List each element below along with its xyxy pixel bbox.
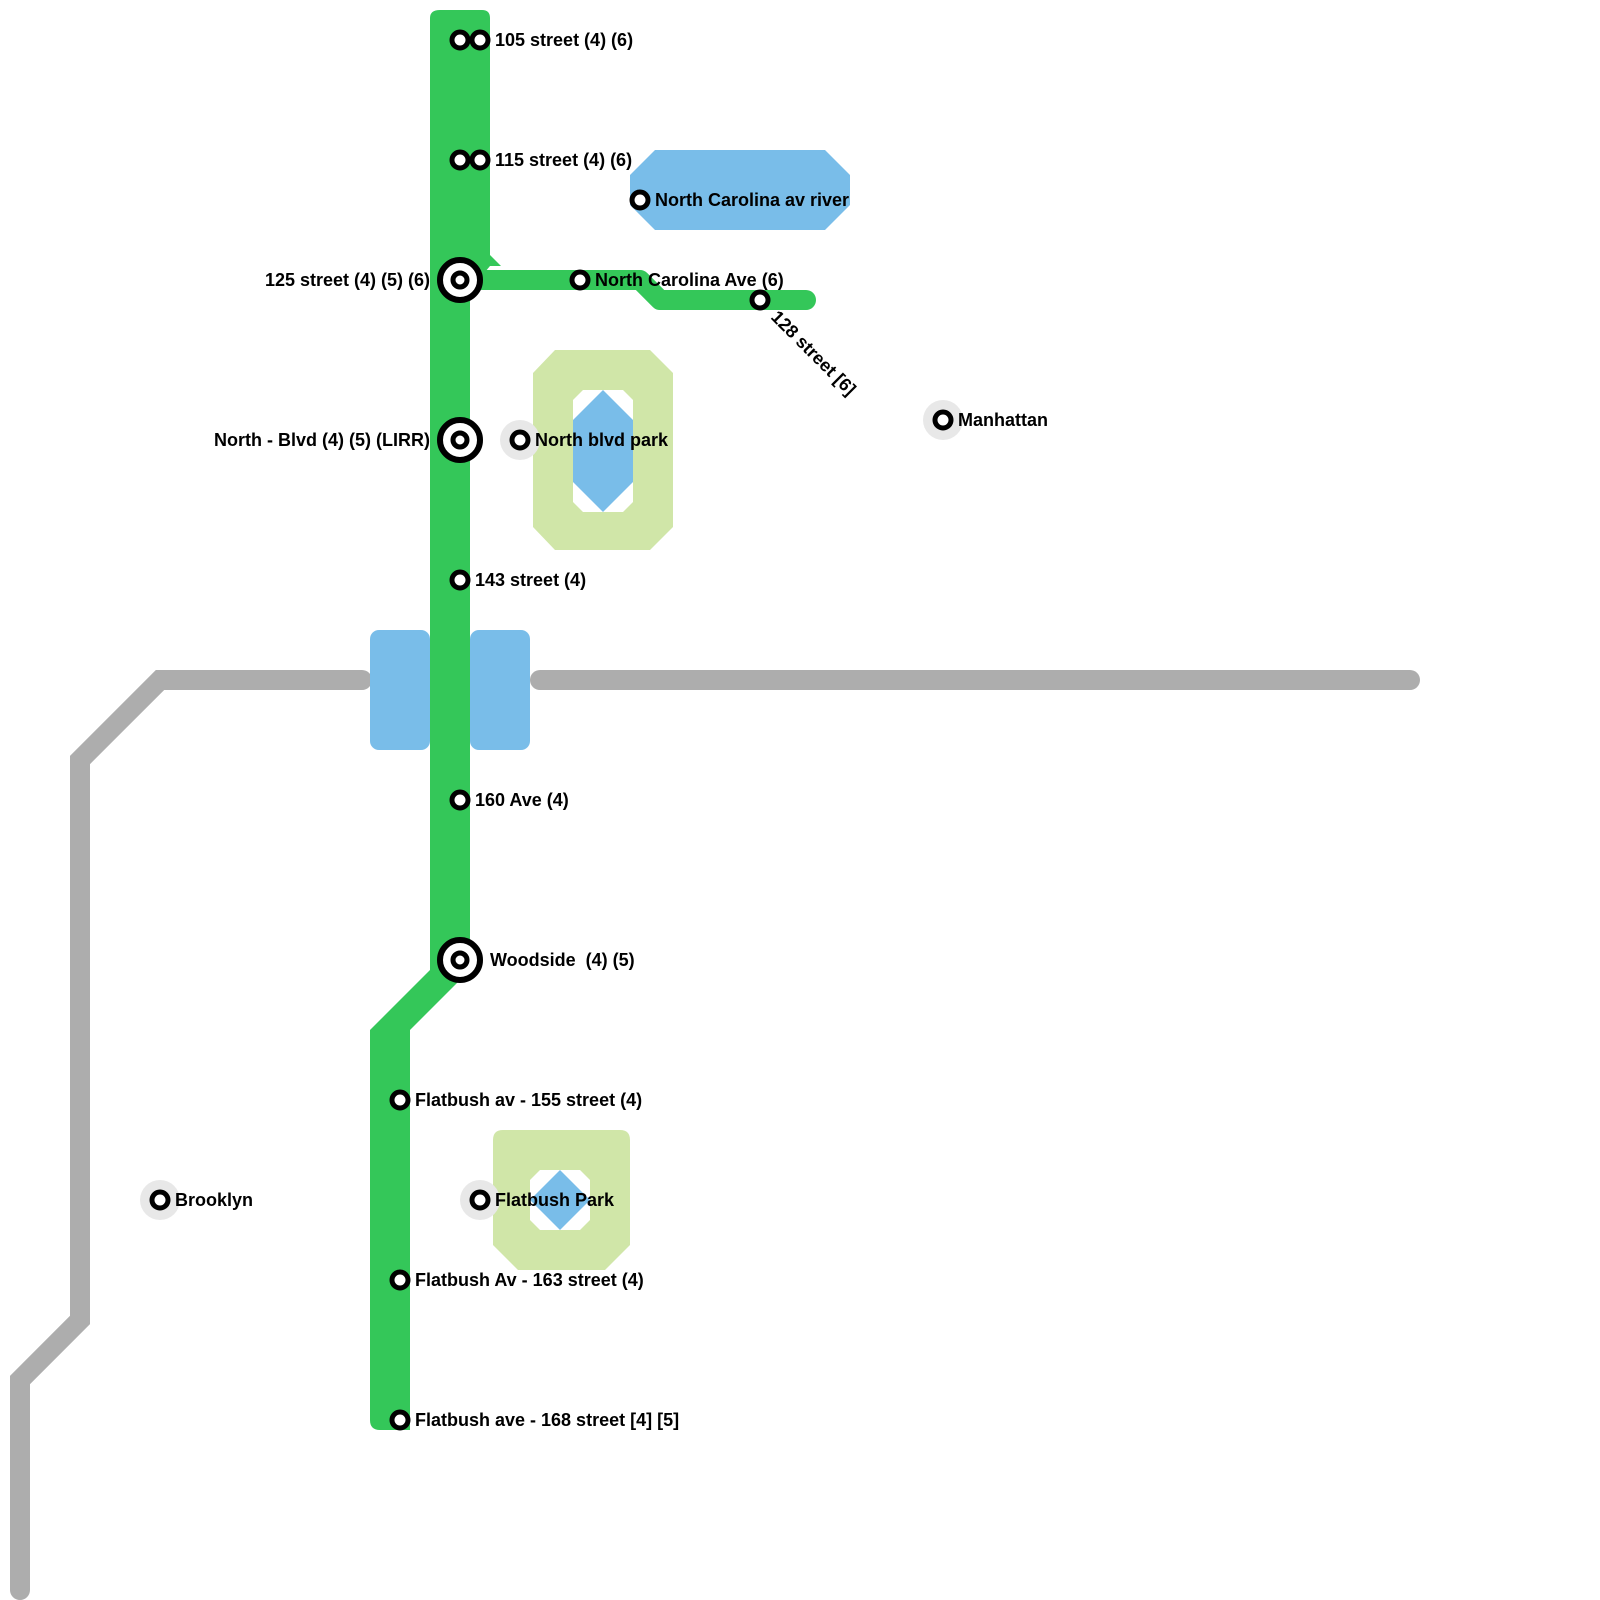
station-marker-icon [569, 269, 591, 291]
place-north-carolina-river[interactable]: North Carolina av river [629, 189, 849, 211]
station-woodside[interactable]: Woodside (4) (5) [437, 937, 635, 983]
place-label: North blvd park [535, 430, 669, 450]
interchange-inner-icon [450, 270, 470, 290]
station-marker-icon [449, 789, 471, 811]
gray-railway-west [10, 670, 372, 1600]
place-marker-icon [509, 429, 531, 451]
station-label: 143 street (4) [475, 570, 586, 590]
station-label: 115 street (4) (6) [495, 150, 632, 170]
station-north-carolina-ave[interactable]: North Carolina Ave (6) [569, 269, 784, 291]
station-flatbush-155[interactable]: Flatbush av - 155 street (4) [389, 1089, 642, 1111]
place-label: North Carolina av river [655, 190, 849, 210]
station-label: North Carolina Ave (6) [595, 270, 784, 290]
place-marker-icon [469, 1189, 491, 1211]
station-label: North - Blvd (4) (5) (LIRR) [214, 430, 430, 450]
place-label: Flatbush Park [495, 1190, 615, 1210]
station-marker-icon [449, 569, 471, 591]
station-label: Flatbush ave - 168 street [4] [5] [415, 1410, 679, 1430]
station-label: Woodside (4) (5) [490, 950, 635, 970]
green-line-branch-east [460, 270, 816, 310]
flatbush-park-water [530, 1170, 590, 1230]
station-marker-icon [449, 29, 471, 51]
place-marker-icon [932, 409, 954, 431]
place-manhattan[interactable]: Manhattan [932, 409, 1048, 431]
place-marker-icon [629, 189, 651, 211]
station-label: 125 street (4) (5) (6) [265, 270, 430, 290]
station-105-street[interactable]: 105 street (4) (6) [449, 29, 633, 51]
interchange-inner-icon [450, 950, 470, 970]
place-marker-icon [149, 1189, 171, 1211]
place-north-blvd-park[interactable]: North blvd park [509, 429, 669, 451]
station-label: 105 street (4) (6) [495, 30, 633, 50]
station-125-street[interactable]: 125 street (4) (5) (6) [265, 257, 483, 303]
place-label: Brooklyn [175, 1190, 253, 1210]
station-marker-icon [749, 289, 771, 311]
station-label: Flatbush av - 155 street (4) [415, 1090, 642, 1110]
station-160-ave[interactable]: 160 Ave (4) [449, 789, 569, 811]
station-flatbush-168[interactable]: Flatbush ave - 168 street [4] [5] [389, 1409, 679, 1431]
interchange-inner-icon [450, 430, 470, 450]
bridge-water-right [470, 630, 530, 750]
station-marker-icon [469, 29, 491, 51]
place-flatbush-park[interactable]: Flatbush Park [469, 1189, 615, 1211]
station-label: 128 street [6] [767, 307, 860, 400]
station-marker-icon [389, 1269, 411, 1291]
place-label: Manhattan [958, 410, 1048, 430]
station-label: 160 Ave (4) [475, 790, 569, 810]
north-carolina-river-water [630, 150, 850, 230]
station-flatbush-163[interactable]: Flatbush Av - 163 street (4) [389, 1269, 644, 1291]
station-marker-icon [449, 149, 471, 171]
green-line-trunk [370, 10, 501, 1430]
place-brooklyn[interactable]: Brooklyn [149, 1189, 253, 1211]
station-marker-icon [469, 149, 491, 171]
station-115-street[interactable]: 115 street (4) (6) [449, 149, 632, 171]
station-label: Flatbush Av - 163 street (4) [415, 1270, 644, 1290]
station-marker-icon [389, 1089, 411, 1111]
bridge-water-left [370, 630, 430, 750]
station-marker-icon [389, 1409, 411, 1431]
north-blvd-park-water [573, 390, 633, 512]
station-143-street[interactable]: 143 street (4) [449, 569, 586, 591]
station-north-blvd[interactable]: North - Blvd (4) (5) (LIRR) [214, 417, 483, 463]
